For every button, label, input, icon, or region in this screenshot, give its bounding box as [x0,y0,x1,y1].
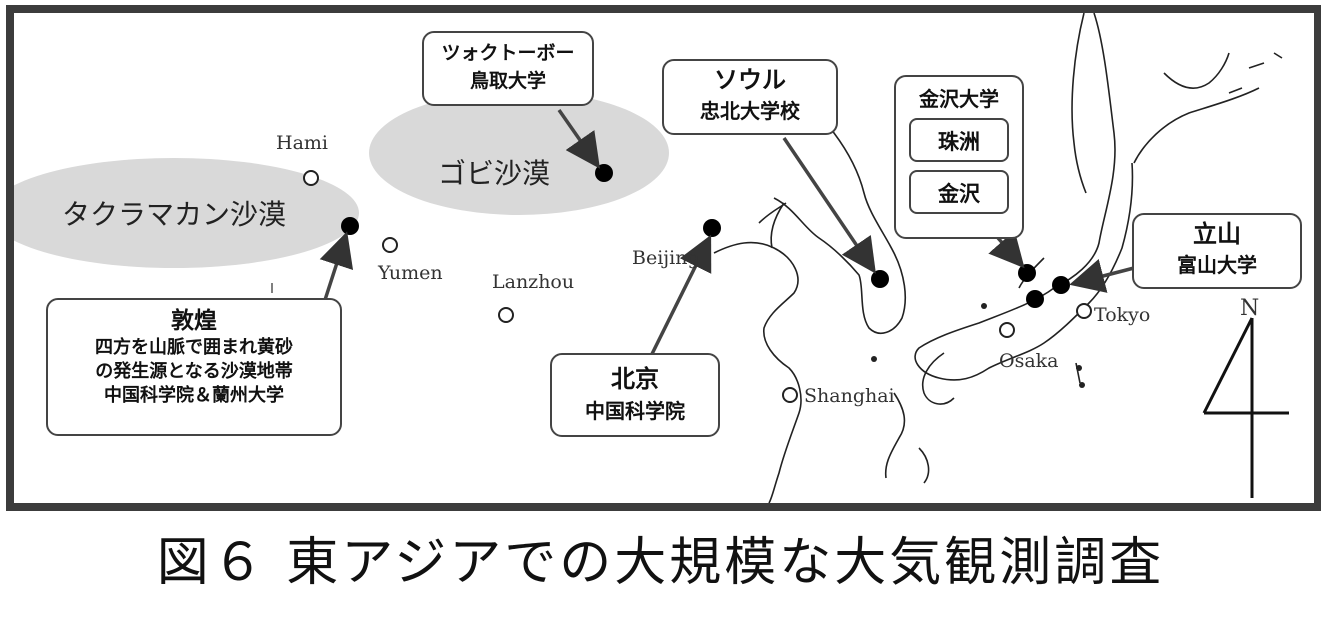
suzu-site [1018,264,1036,282]
seoul-line1: ソウル [714,66,786,94]
tottori-line2: 鳥取大学 [469,70,546,92]
suzu-label: 珠洲 [938,130,980,154]
dunhuang-line3: の発生源となる沙漠地帯 [95,361,293,382]
shanghai-label: Shanghai [804,385,895,407]
tokyo-marker [1076,303,1092,319]
tateyama-line2: 富山大学 [1177,253,1257,277]
dunhuang-line4: 中国科学院＆蘭州大学 [104,385,284,406]
kanazawa-site [1026,290,1044,308]
map-canvas [14,13,1289,503]
taklamakan-desert-area [14,158,359,268]
dunhuang-site [341,217,359,235]
tsogt-ovoo-site [595,164,613,182]
kanazawa-label: 金沢 [938,182,980,206]
beijing-line2: 中国科学院 [585,399,685,423]
tottori-callout: ツォクトーボー 鳥取大学 [422,31,594,106]
tateyama-line1: 立山 [1193,220,1241,248]
map-frame: タクラマカン沙漠 ゴビ沙漠 Hami Yumen Lanzhou Beijing… [6,5,1321,511]
kanazawa-box: 金沢 [909,170,1009,214]
beijing-callout: 北京 中国科学院 [550,353,720,437]
callout-arrows [319,108,1135,359]
coastline [713,13,1283,503]
north-label: N [1240,296,1260,321]
gobi-label: ゴビ沙漠 [438,157,551,190]
seoul-site [871,270,889,288]
lanzhou-label: Lanzhou [492,271,575,293]
yumen-marker [382,237,398,253]
taklamakan-label: タクラマカン沙漠 [62,198,287,231]
tateyama-callout: 立山 富山大学 [1132,213,1302,289]
dunhuang-callout: 敦煌 四方を山脈で囲まれ黄砂 の発生源となる沙漠地帯 中国科学院＆蘭州大学 [46,298,342,436]
kanazawa-univ-title: 金沢大学 [919,87,999,111]
tateyama-site [1052,276,1070,294]
lanzhou-marker [498,307,514,323]
tottori-line1: ツォクトーボー [441,42,575,64]
hami-marker [303,170,319,186]
beijing-site [703,219,721,237]
kanazawa-univ-callout: 金沢大学 珠洲 金沢 [894,75,1024,239]
gobi-desert-area [369,91,669,215]
north-arrow [1202,317,1289,498]
osaka-marker [999,322,1015,338]
seoul-line2: 忠北大学校 [700,99,800,123]
tokyo-label: Tokyo [1094,304,1151,326]
hami-label: Hami [276,132,328,154]
seoul-callout: ソウル 忠北大学校 [662,59,838,135]
osaka-label: Osaka [999,350,1059,372]
beijing-label: Beijing [632,247,700,269]
dunhuang-line2: 四方を山脈で囲まれ黄砂 [95,337,293,358]
yumen-label: Yumen [378,262,443,284]
shanghai-marker [782,387,798,403]
dunhuang-line1: 敦煌 [171,308,217,334]
suzu-box: 珠洲 [909,118,1009,162]
beijing-line1: 北京 [611,365,659,393]
figure-caption: 図６ 東アジアでの大規模な大気観測調査 [156,533,1165,593]
